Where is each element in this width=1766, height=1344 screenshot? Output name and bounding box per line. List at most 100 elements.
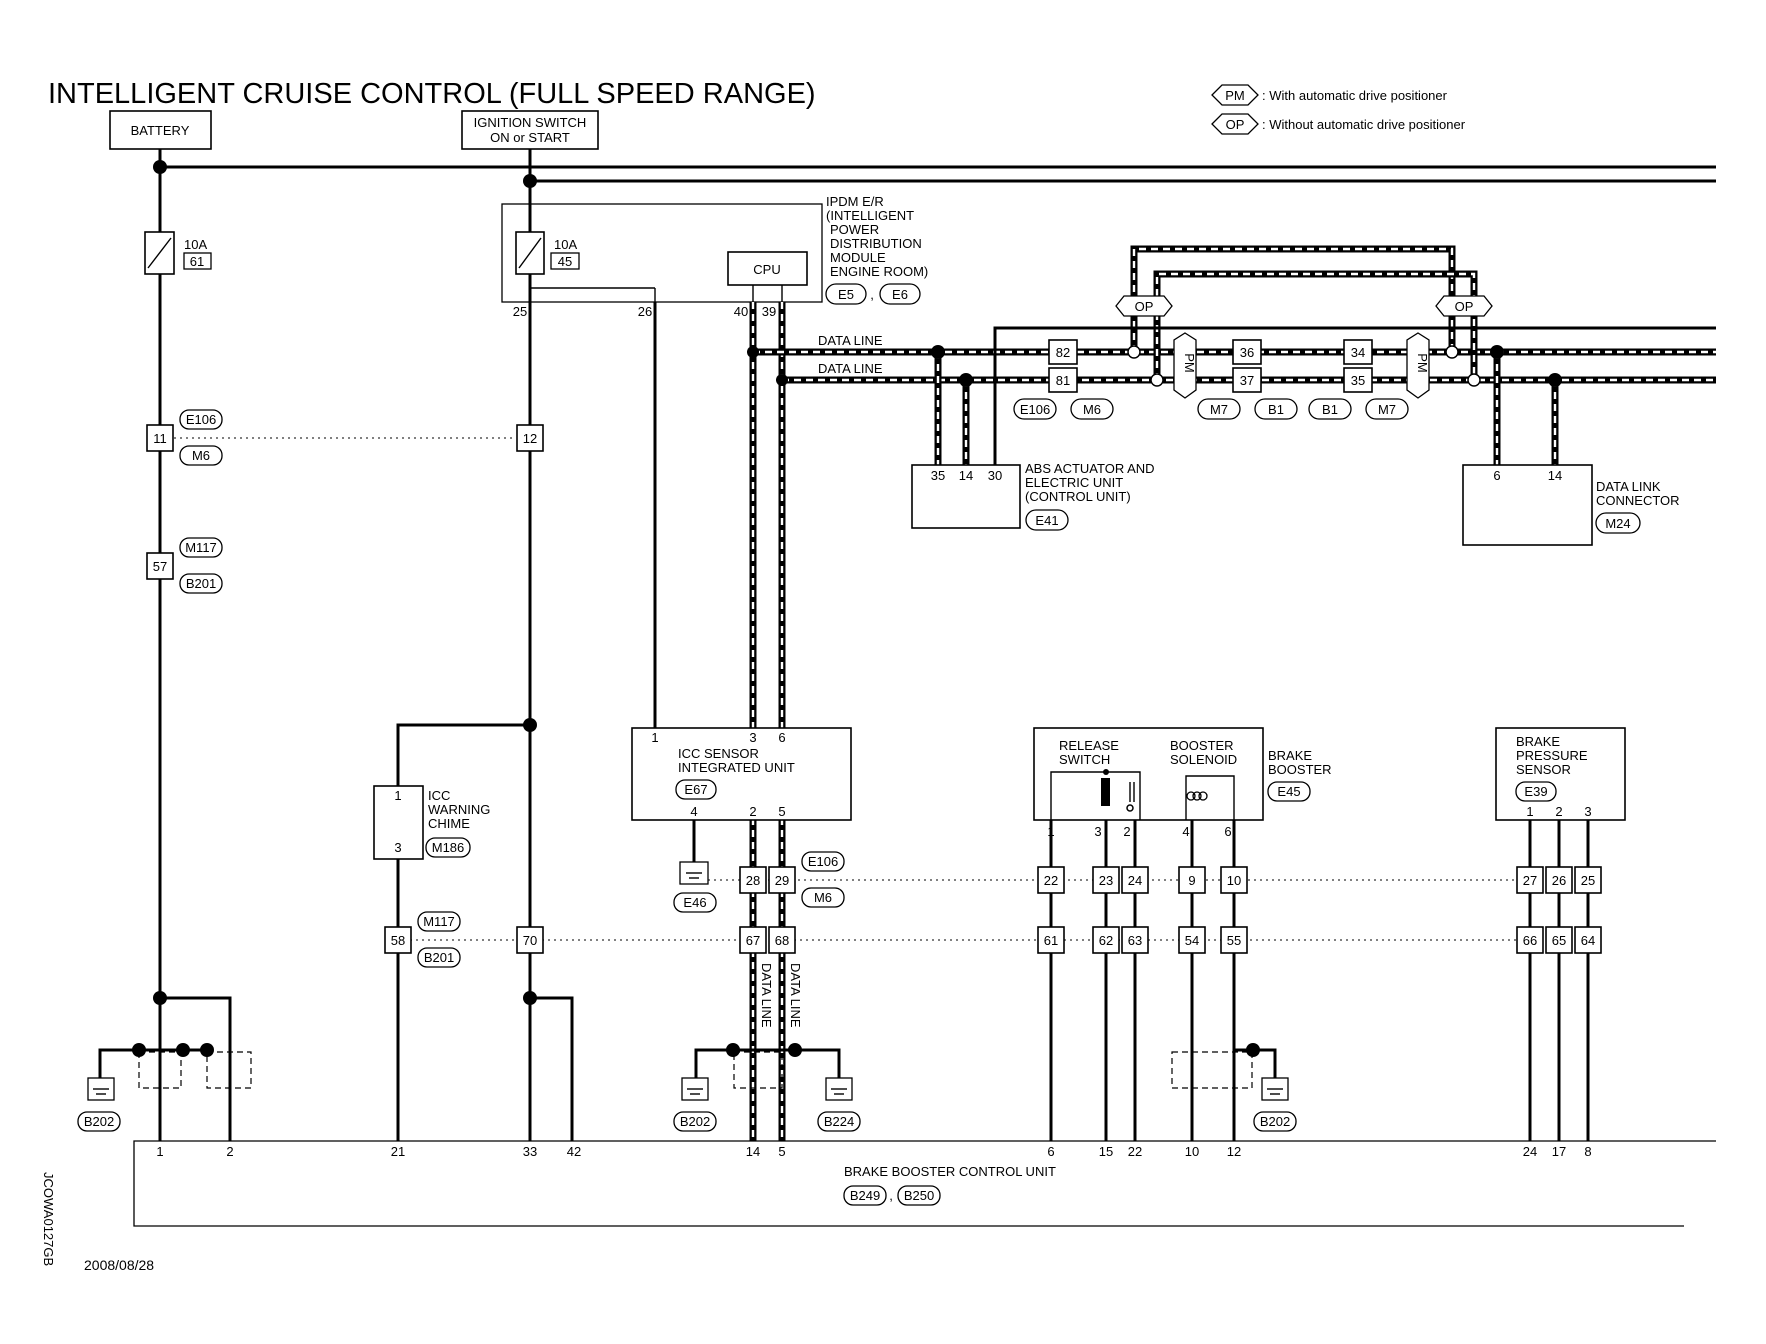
bb-pin-6: 6 [1224,824,1231,839]
inline-lower-ref-b201: B201 [424,950,454,965]
icc-label-2: INTEGRATED UNIT [678,760,795,775]
brake-booster-label-2: BOOSTER [1268,762,1332,777]
abs-pin-30: 30 [988,468,1002,483]
icc-ref-e67: E67 [684,782,707,797]
svg-text:5: 5 [778,1144,785,1159]
fuse-61-rating: 10A [184,237,207,252]
inline-pin-70: 70 [523,933,537,948]
dlc-pin-14: 14 [1548,468,1562,483]
icc-pin-3: 3 [749,730,756,745]
inline-pin-28: 28 [746,873,760,888]
can-pin-36: 36 [1240,345,1254,360]
icc-pin-6: 6 [778,730,785,745]
inline-pin-9: 9 [1188,873,1195,888]
svg-text:1: 1 [156,1144,163,1159]
svg-text:,: , [889,1188,893,1203]
inline-pin-67: 67 [746,933,760,948]
inline-pin-22: 22 [1044,873,1058,888]
bps-label-1: BRAKE [1516,734,1560,749]
brake-booster-control-unit-box [133,1140,1716,1227]
bb-pin-2: 2 [1123,824,1130,839]
inline-pin-55: 55 [1227,933,1241,948]
bbcu-pins: 1 2 21 33 42 14 5 6 15 22 10 12 24 17 8 [156,1144,1591,1159]
abs-pin-14: 14 [959,468,973,483]
inline-pin-11: 11 [153,431,167,446]
svg-text:24: 24 [1523,1144,1537,1159]
ipdm-pin-25: 25 [513,304,527,319]
svg-text:8: 8 [1584,1144,1591,1159]
icc-sensor-integrated-unit-box [631,727,852,821]
ignition-label-1: IGNITION SWITCH [474,115,587,130]
svg-text:21: 21 [391,1144,405,1159]
svg-text:ENGINE ROOM): ENGINE ROOM) [830,264,928,279]
fuse-45-number: 45 [558,254,572,269]
svg-text:DISTRIBUTION: DISTRIBUTION [830,236,922,251]
svg-text:CHIME: CHIME [428,816,470,831]
ipdm-conn-e5: E5 [838,287,854,302]
data-link-connector-box [1462,464,1593,546]
abs-ref-e41: E41 [1035,513,1058,528]
icc-label-1: ICC SENSOR [678,746,759,761]
inline-pin-66: 66 [1523,933,1537,948]
inline-pin-57: 57 [153,559,167,574]
svg-text:WARNING: WARNING [428,802,490,817]
chime-pin-3: 3 [394,840,401,855]
svg-text:ELECTRIC UNIT: ELECTRIC UNIT [1025,475,1123,490]
ipdm-conn-e6: E6 [892,287,908,302]
inline-pin-12: 12 [523,431,537,446]
ipdm-pin-40: 40 [734,304,748,319]
ipdm-box [501,203,823,303]
fuse-61-number: 61 [190,254,204,269]
data-line-label-1: DATA LINE [818,333,883,348]
can-left-ref-e106: E106 [1020,402,1050,417]
can-left-ref-m6: M6 [1083,402,1101,417]
icc-warning-chime-box [373,785,424,860]
svg-text:IPDM E/R: IPDM E/R [826,194,884,209]
svg-text:POWER: POWER [830,222,879,237]
bps-label-2: PRESSURE [1516,748,1588,763]
svg-text:(INTELLIGENT: (INTELLIGENT [826,208,914,223]
can-right-ref-m7: M7 [1378,402,1396,417]
svg-text:15: 15 [1099,1144,1113,1159]
inline-pin-68: 68 [775,933,789,948]
can-pin-35: 35 [1351,373,1365,388]
booster-solenoid-label-1: BOOSTER [1170,738,1234,753]
inline-pin-61: 61 [1044,933,1058,948]
inline-top-ref-e106: E106 [186,412,216,427]
inline-pin-24: 24 [1128,873,1142,888]
booster-solenoid-label-2: SOLENOID [1170,752,1237,767]
svg-text:2: 2 [226,1144,233,1159]
legend-pm-text: : With automatic drive positioner [1262,88,1448,103]
inline-pin-65: 65 [1552,933,1566,948]
chime-label: ICC WARNING CHIME [428,788,490,831]
abs-actuator-box [911,464,1021,529]
inline-pin-62: 62 [1099,933,1113,948]
bps-pin-3: 3 [1584,804,1591,819]
svg-text:ICC: ICC [428,788,450,803]
inline-pin-23: 23 [1099,873,1113,888]
inline-pin-58: 58 [391,933,405,948]
inline-pin-26: 26 [1552,873,1566,888]
data-line-vertical-1: DATA LINE [759,963,774,1028]
bb-pin-3: 3 [1094,824,1101,839]
dlc-pin-6: 6 [1493,468,1500,483]
chime-pin-1: 1 [394,788,401,803]
svg-text:12: 12 [1227,1144,1241,1159]
data-line-vertical-2: DATA LINE [788,963,803,1028]
release-switch-label-1: RELEASE [1059,738,1119,753]
inline-pin-29: 29 [775,873,789,888]
inline-top-ref-m6: M6 [192,448,210,463]
can-pin-37: 37 [1240,373,1254,388]
release-switch-label-2: SWITCH [1059,752,1110,767]
icc-pin-2: 2 [749,804,756,819]
abs-pin-35: 35 [931,468,945,483]
inline-lower-ref-m6: M6 [814,890,832,905]
dlc-label-1: DATA LINK [1596,479,1661,494]
dlc-ref-m24: M24 [1605,516,1630,531]
side-code: JCOWA0127GB [41,1172,56,1266]
svg-text:MODULE: MODULE [830,250,886,265]
brake-booster-box [1033,727,1264,821]
ground-e46: E46 [683,895,706,910]
ipdm-label: IPDM E/R (INTELLIGENT POWER DISTRIBUTION… [826,194,928,279]
